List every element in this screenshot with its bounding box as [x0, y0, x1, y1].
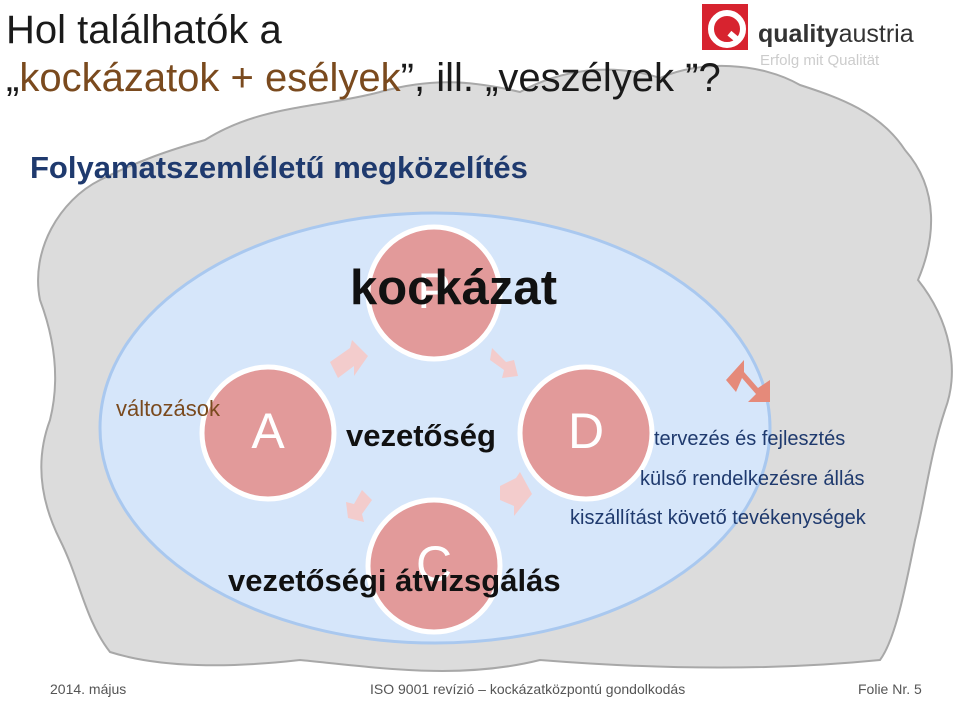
title-threats: ”, ill. „veszélyek ”? — [400, 56, 721, 100]
footer-date: 2014. május — [50, 681, 127, 697]
logo-brand: qualityaustria — [758, 20, 914, 49]
circle-do — [517, 364, 655, 502]
arrow-act-to-plan — [330, 340, 368, 378]
letter-do: D — [567, 403, 605, 459]
label-design-development: tervezés és fejlesztés — [654, 428, 846, 450]
letter-act: A — [251, 403, 285, 459]
circle-check — [365, 497, 503, 635]
arrow-do-to-check — [500, 472, 532, 516]
title-line-1: Hol találhatók a — [6, 8, 282, 52]
label-changes: változások — [116, 396, 220, 421]
footer-slide-number: Folie Nr. 5 — [858, 681, 922, 697]
logo-tagline: Erfolg mit Qualität — [760, 52, 880, 69]
organization-ellipse — [98, 211, 772, 645]
arrow-check-to-act — [346, 490, 372, 522]
double-arrow-environment — [726, 360, 770, 402]
arrow-plan-to-do — [490, 348, 518, 378]
label-risk: kockázat — [350, 261, 558, 315]
label-post-delivery: kiszállítást követő tevékenységek — [570, 507, 866, 529]
circle-act — [199, 364, 337, 502]
title-risks-opportunities: kockázatok + esélyek — [19, 56, 401, 100]
label-external-provision: külső rendelkezésre állás — [640, 468, 865, 490]
q-icon — [708, 10, 746, 48]
letter-plan: P — [417, 263, 451, 319]
footer-title: ISO 9001 revízió – kockázatközpontú gond… — [370, 681, 686, 697]
logo-mark — [702, 4, 748, 50]
circle-plan — [365, 224, 503, 362]
subtitle: Folyamatszemléletű megközelítés — [30, 150, 528, 185]
logo-brand-prefix: quality — [758, 20, 839, 48]
title-line-2: „kockázatok + esélyek”, ill. „veszélyek … — [6, 56, 721, 100]
label-leadership: vezetőség — [346, 418, 496, 453]
label-management-review: vezetőségi átvizsgálás — [228, 563, 561, 598]
letter-check: C — [415, 536, 453, 592]
logo-brand-suffix: austria — [838, 20, 914, 48]
title-open-quote: „ — [6, 56, 20, 100]
